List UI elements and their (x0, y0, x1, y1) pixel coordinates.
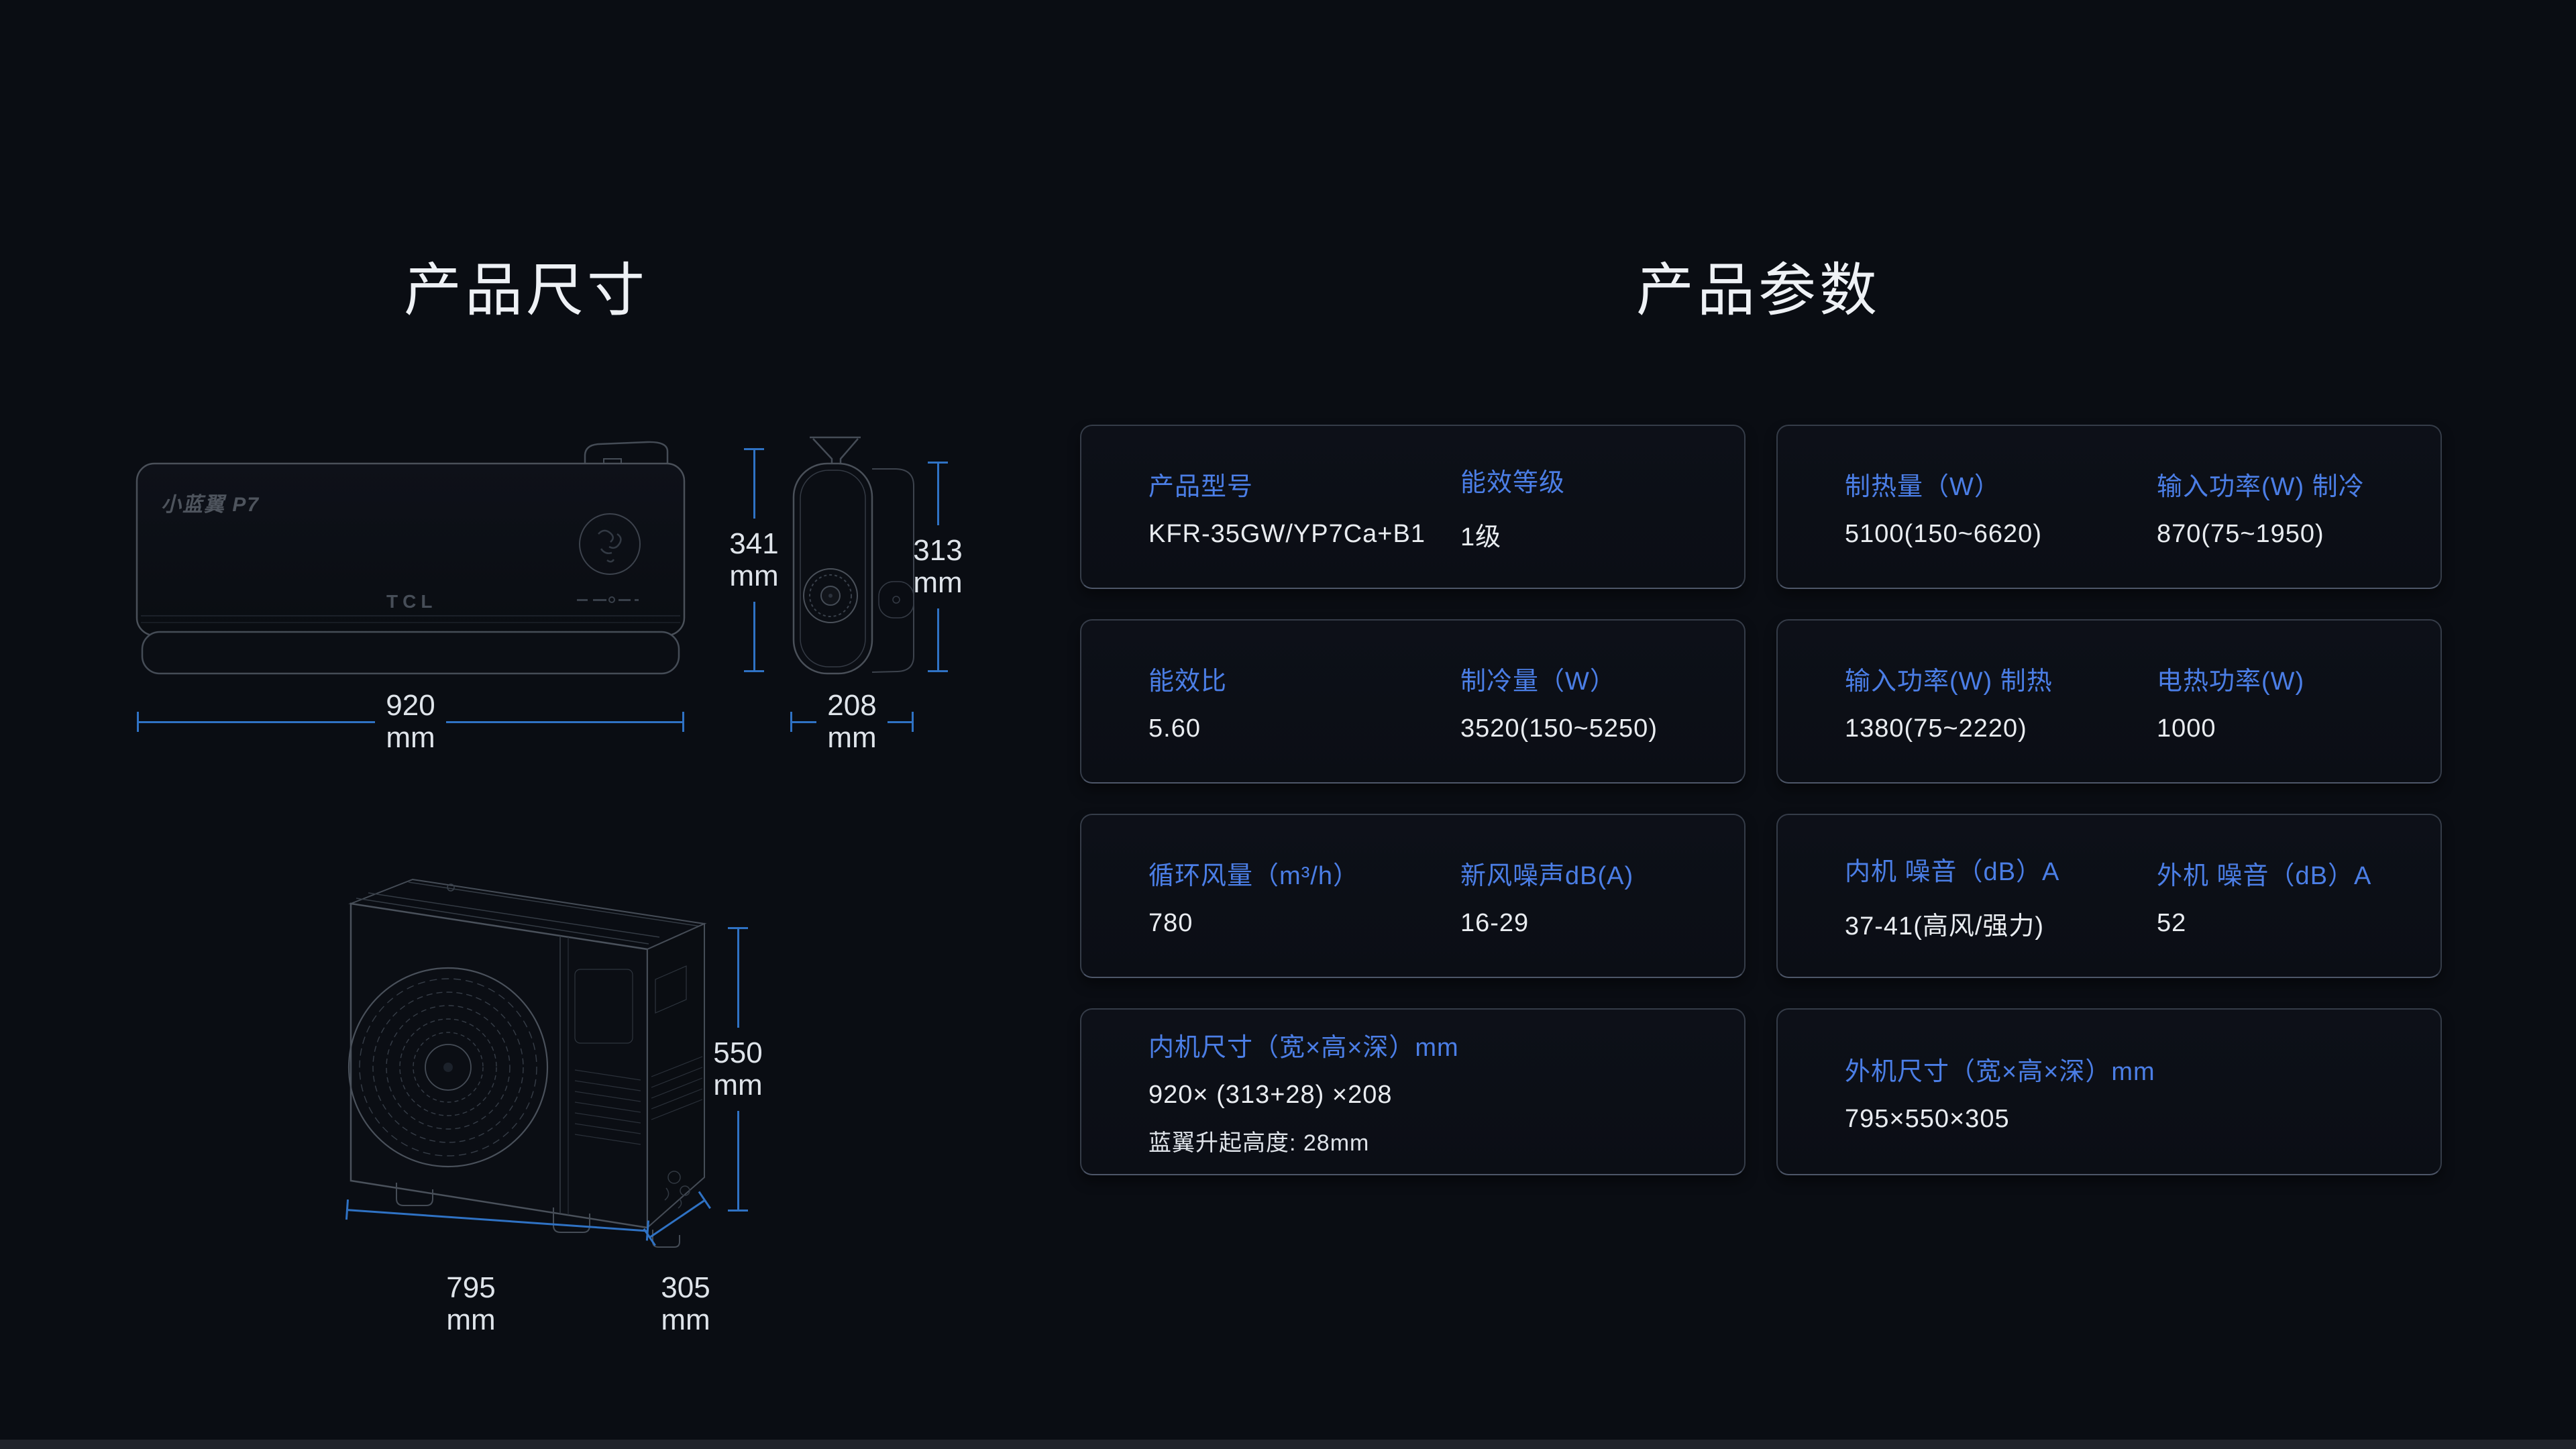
spec-value: 16-29 (1460, 908, 1529, 937)
side-louvres (651, 1056, 703, 1120)
outdoor-front-face (350, 902, 649, 1229)
front-louvres (574, 1069, 641, 1145)
spec-field: 输入功率(W) 制热 1380(75~2220) (1845, 660, 2157, 743)
dim-value: 795 (446, 1271, 496, 1304)
dim-unit: mm (386, 721, 435, 754)
dim-unit: mm (827, 721, 877, 754)
spec-field: 制热量（W） 5100(150~6620) (1845, 466, 2157, 549)
bottom-strip (0, 1440, 2576, 1449)
dim-outdoor-width-label: 795 mm (424, 1271, 518, 1337)
dim-unit: mm (913, 566, 963, 599)
spec-label: 制热量（W） (1845, 472, 2000, 501)
spec-field: 输入功率(W) 制冷 870(75~1950) (2157, 466, 2440, 549)
wing-logo: 小蓝翼 P7 (161, 494, 260, 516)
spec-field: 内机尺寸（宽×高×深）mm 920× (313+28) ×208 蓝翼升起高度: 2… (1148, 1026, 1460, 1157)
emblem-badge-icon (579, 513, 641, 575)
dim-value: 341 (729, 527, 779, 560)
spec-value: KFR-35GW/YP7Ca+B1 (1148, 519, 1426, 548)
spec-field: 能效比 5.60 (1148, 660, 1460, 743)
back-panel-outline (871, 468, 914, 673)
spec-value: 920× (313+28) ×208 (1148, 1081, 1393, 1109)
outdoor-unit-drawing (347, 878, 707, 1248)
spec-card: 外机尺寸（宽×高×深）mm 795×550×305 (1776, 1008, 2442, 1175)
dim-value: 920 (386, 688, 435, 722)
spec-field: 产品型号 KFR-35GW/YP7Ca+B1 (1148, 466, 1460, 549)
spec-card: 内机尺寸（宽×高×深）mm 920× (313+28) ×208 蓝翼升起高度: 2… (1080, 1008, 1746, 1175)
spec-value: 795×550×305 (1845, 1104, 2010, 1133)
spec-value: 1级 (1460, 523, 1502, 551)
spec-label: 能效比 (1148, 667, 1228, 696)
spec-card: 制热量（W） 5100(150~6620) 输入功率(W) 制冷 870(75~195… (1776, 425, 2442, 589)
spec-field: 循环风量（m³/h） 780 (1148, 855, 1460, 938)
spec-card: 能效比 5.60 制冷量（W） 3520(150~5250) (1080, 619, 1746, 784)
spec-label: 循环风量（m³/h） (1148, 861, 1360, 890)
dim-value: 305 (661, 1271, 710, 1304)
dim-outdoor-depth-label: 305 mm (639, 1271, 733, 1337)
spec-label: 内机尺寸（宽×高×深）mm (1148, 1034, 1459, 1062)
indicator-strip-icon (577, 596, 639, 603)
indoor-unit-front-drawing: 小蓝翼 P7 TCL (136, 441, 686, 675)
spec-field: 外机尺寸（宽×高×深）mm 795×550×305 (1845, 1051, 2157, 1134)
spec-field: 电热功率(W) 1000 (2157, 660, 2440, 743)
spec-label: 输入功率(W) 制冷 (2157, 472, 2365, 501)
spec-label: 制冷量（W） (1460, 667, 1616, 696)
fan-icon (803, 568, 858, 623)
indoor-outlet-band (141, 631, 680, 675)
spec-value: 5.60 (1148, 714, 1201, 743)
spec-field: 内机 噪音（dB）A 37-41(高风/强力) (1845, 851, 2157, 942)
spec-label: 产品型号 (1148, 472, 1254, 501)
spec-value: 1380(75~2220) (1845, 714, 2027, 743)
dim-value: 550 (713, 1036, 763, 1069)
spec-label: 外机 噪音（dB）A (2157, 861, 2372, 890)
spec-card: 内机 噪音（dB）A 37-41(高风/强力) 外机 噪音（dB）A 52 (1776, 814, 2442, 978)
spec-card: 产品型号 KFR-35GW/YP7Ca+B1 能效等级 1级 (1080, 425, 1746, 589)
spec-value: 870(75~1950) (2157, 519, 2324, 548)
outdoor-fan-icon (347, 883, 549, 1168)
page-title-dimensions: 产品尺寸 (404, 258, 648, 323)
spec-value: 3520(150~5250) (1460, 714, 1658, 743)
spec-card: 输入功率(W) 制热 1380(75~2220) 电热功率(W) 1000 (1776, 619, 2442, 784)
dim-unit: mm (446, 1303, 496, 1337)
wing-funnel-icon (810, 436, 861, 464)
bracket-detail (878, 581, 914, 619)
spec-label: 内机 噪音（dB）A (1845, 857, 2060, 886)
spec-label: 新风噪声dB(A) (1460, 861, 1634, 890)
spec-value: 780 (1148, 908, 1193, 937)
spec-label: 外机尺寸（宽×高×深）mm (1845, 1057, 2155, 1086)
spec-label: 输入功率(W) 制热 (1845, 667, 2053, 696)
pipe-valves-icon (664, 1171, 690, 1209)
spec-note: 蓝翼升起高度: 28mm (1148, 1130, 1370, 1156)
wing-flap-icon (584, 441, 669, 464)
spec-value: 52 (2157, 908, 2187, 937)
indoor-unit-side-drawing (792, 436, 914, 675)
spec-card: 循环风量（m³/h） 780 新风噪声dB(A) 16-29 (1080, 814, 1746, 978)
dim-value: 208 (827, 688, 877, 722)
spec-value: 1000 (2157, 714, 2216, 743)
spec-label: 电热功率(W) (2157, 667, 2305, 696)
dim-value: 313 (913, 533, 963, 567)
brand-logo: TCL (386, 591, 437, 612)
dim-unit: mm (713, 1069, 763, 1102)
spec-field: 外机 噪音（dB）A 52 (2157, 855, 2440, 938)
outdoor-side-face (647, 922, 705, 1230)
spec-value: 5100(150~6620) (1845, 519, 2042, 548)
spec-value: 37-41(高风/强力) (1845, 912, 2045, 941)
dim-unit: mm (661, 1303, 710, 1337)
page-title-parameters: 产品参数 (1636, 258, 1880, 323)
dim-unit: mm (729, 559, 779, 592)
spec-field: 制冷量（W） 3520(150~5250) (1460, 660, 1744, 743)
spec-field: 新风噪声dB(A) 16-29 (1460, 855, 1744, 938)
spec-field: 能效等级 1级 (1460, 462, 1744, 553)
spec-label: 能效等级 (1460, 468, 1566, 497)
